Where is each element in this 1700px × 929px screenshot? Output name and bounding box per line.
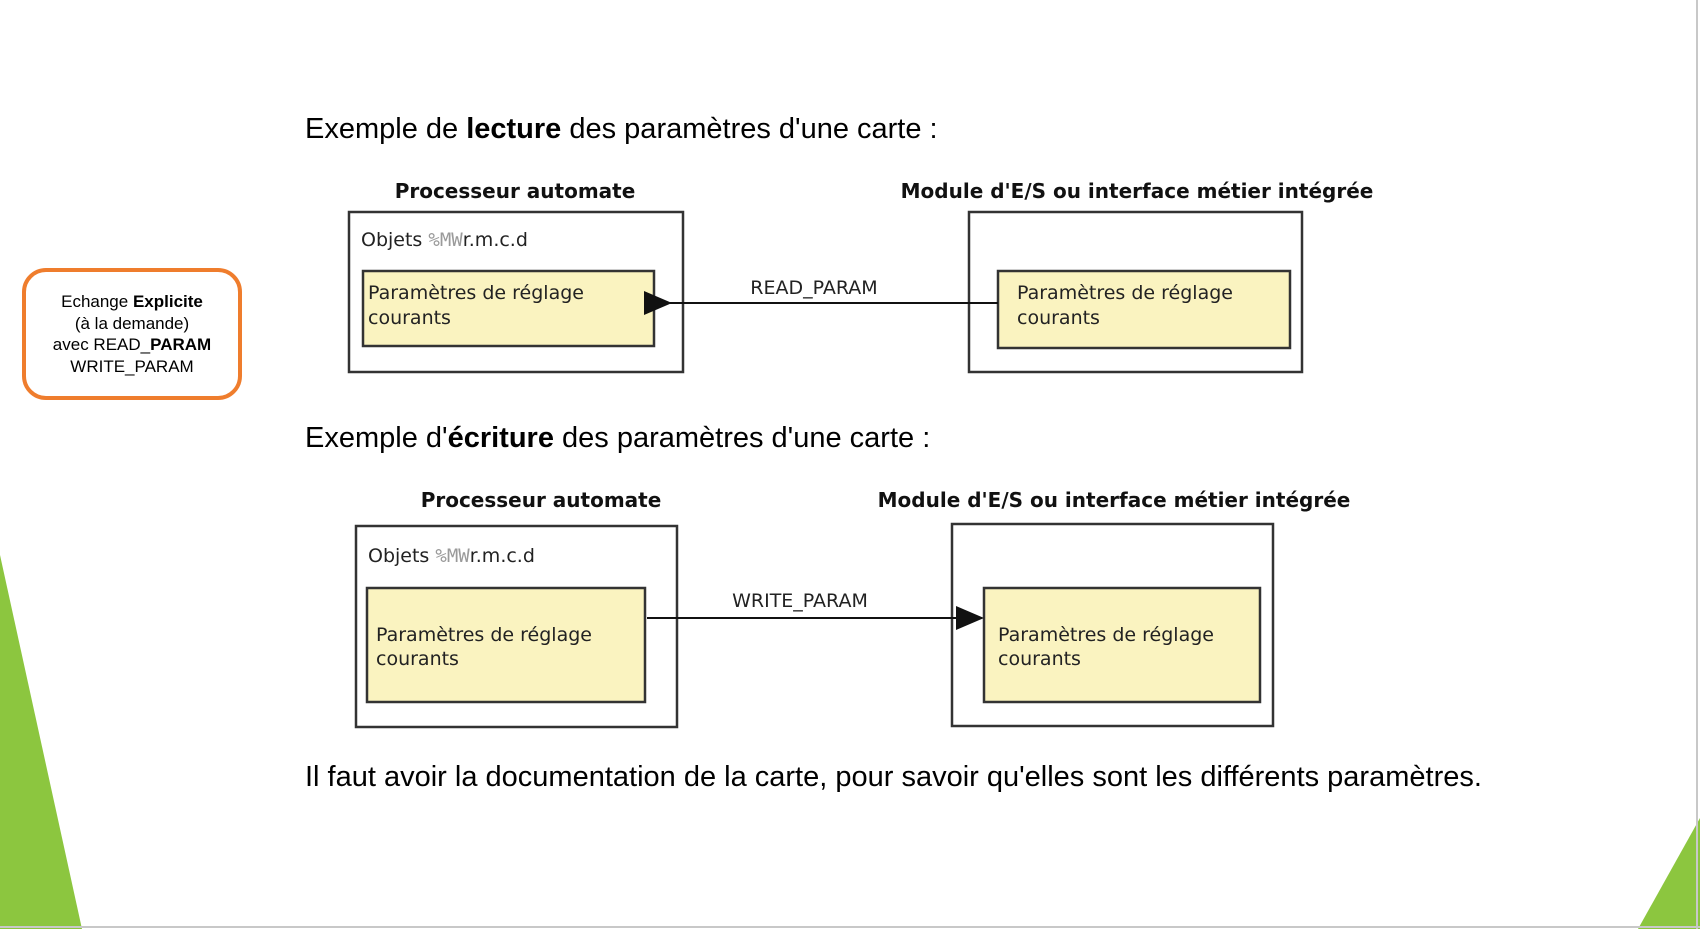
write-objects-label: Objets %MWr.m.c.d	[368, 545, 535, 567]
write-left-title: Processeur automate	[421, 488, 662, 512]
write-right-title: Module d'E/S ou interface métier intégré…	[878, 488, 1351, 512]
read-left-param-line1: Paramètres de réglage	[368, 282, 584, 304]
callout-line-4: WRITE_PARAM	[70, 356, 194, 376]
read-left-title: Processeur automate	[395, 179, 636, 203]
callout-line-3: avec READ_PARAM	[52, 335, 212, 354]
write-right-param-line1: Paramètres de réglage	[998, 624, 1214, 646]
write-left-param-line2: courants	[376, 648, 459, 670]
heading-read-example: Exemple de lecture des paramètres d'une …	[305, 113, 938, 145]
write-left-param-line1: Paramètres de réglage	[376, 624, 592, 646]
read-right-param-line1: Paramètres de réglage	[1017, 282, 1233, 304]
read-objects-label: Objets %MWr.m.c.d	[361, 229, 528, 251]
write-right-param-line2: courants	[998, 648, 1081, 670]
write-right-param-box	[982, 586, 1262, 704]
read-param-arrow-label: READ_PARAM	[750, 277, 877, 299]
callout-line-2: (à la demande)	[74, 313, 190, 333]
read-left-param-line2: courants	[368, 307, 451, 329]
write-param-arrow-label: WRITE_PARAM	[732, 590, 868, 612]
heading-write-example: Exemple d'écriture des paramètres d'une …	[305, 422, 931, 454]
read-right-param-box	[996, 269, 1292, 350]
read-right-param-line2: courants	[1017, 307, 1100, 329]
footer-note: Il faut avoir la documentation de la car…	[305, 761, 1482, 793]
read-right-title: Module d'E/S ou interface métier intégré…	[901, 179, 1374, 203]
explicit-exchange-callout: Echange Explicite (à la demande) avec RE…	[22, 268, 242, 400]
callout-line-1: Echange Explicite	[61, 292, 203, 311]
read-left-param-box	[361, 269, 656, 348]
write-left-param-box	[365, 586, 647, 704]
